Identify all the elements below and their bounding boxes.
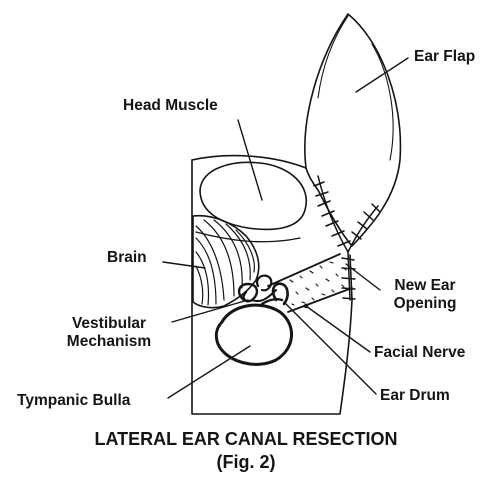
label-facial-nerve: Facial Nerve xyxy=(374,344,465,362)
leader-vestibular xyxy=(172,300,248,322)
vestibular-coil xyxy=(239,284,257,301)
ear-canal-stipple xyxy=(290,262,346,305)
ear-flap-inner-fold xyxy=(318,16,348,98)
label-ear-flap: Ear Flap xyxy=(414,48,475,66)
leader-brain xyxy=(163,262,205,268)
caption-title: LATERAL EAR CANAL RESECTION xyxy=(0,428,492,450)
label-head-muscle: Head Muscle xyxy=(123,97,218,115)
ear-flap xyxy=(305,14,401,246)
ear-canal-lower-wall xyxy=(288,288,352,312)
label-vestibular-line1: Vestibular xyxy=(50,315,168,333)
leader-ear-flap xyxy=(356,58,408,92)
label-vestibular-mechanism: Vestibular Mechanism xyxy=(50,315,168,351)
vestibular-loop-2 xyxy=(257,276,271,291)
caption-subtitle: (Fig. 2) xyxy=(0,451,492,473)
label-tympanic-bulla: Tympanic Bulla xyxy=(17,392,130,410)
label-new-ear-opening: New Ear Opening xyxy=(380,277,470,313)
suture-line-left xyxy=(314,176,350,252)
leader-tympanic-bulla xyxy=(168,346,250,398)
label-ear-drum: Ear Drum xyxy=(380,387,450,405)
label-new-ear-opening-line1: New Ear xyxy=(380,277,470,295)
label-vestibular-line2: Mechanism xyxy=(50,333,168,351)
leader-head-muscle xyxy=(238,120,262,200)
ear-drum xyxy=(273,284,288,304)
leader-facial-nerve xyxy=(306,306,370,352)
head-muscle-lower-contour xyxy=(196,232,300,242)
leader-ear-drum xyxy=(284,302,376,394)
label-new-ear-opening-line2: Opening xyxy=(380,295,470,313)
suture-line-vertical xyxy=(342,252,355,300)
tympanic-bulla xyxy=(216,305,291,364)
head-outline xyxy=(192,160,352,414)
label-brain: Brain xyxy=(107,249,147,267)
